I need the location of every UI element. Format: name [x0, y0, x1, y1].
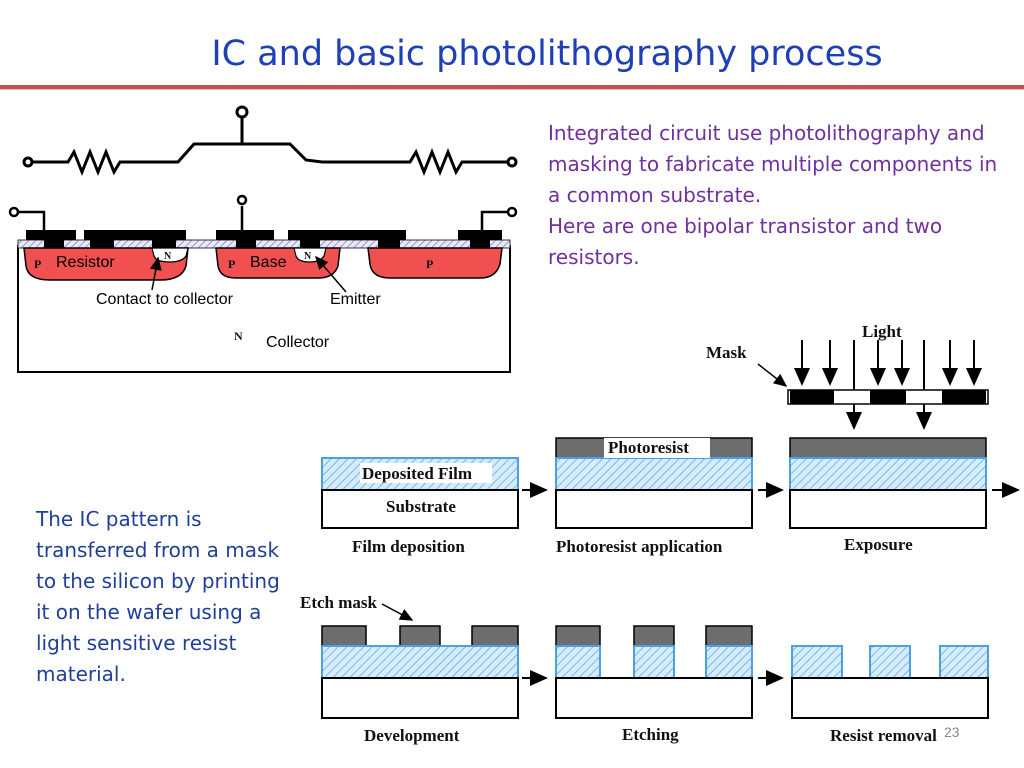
etch-mask-label: Etch mask — [300, 593, 378, 612]
deposited-film-label: Deposited Film — [362, 464, 472, 483]
emitter-label: Emitter — [330, 291, 381, 308]
ic-circuit-schematic — [22, 105, 518, 177]
step-label: Exposure — [844, 535, 913, 554]
metal-contacts — [26, 230, 502, 248]
title-underline — [0, 85, 1024, 89]
base-label: Base — [250, 254, 287, 271]
region-n-substrate-label: N — [234, 329, 243, 343]
step-exposure: Exposure — [789, 437, 987, 554]
intro-line: Here are one bipolar transistor and two — [548, 214, 943, 238]
mask-label: Mask — [706, 343, 747, 362]
resistor-label: Resistor — [56, 254, 115, 271]
photomask — [787, 389, 989, 405]
title-underline-shadow — [0, 89, 1024, 90]
contact-to-collector-label: Contact to collector — [96, 291, 234, 308]
left-paragraph: The IC pattern is transferred from a mas… — [36, 504, 296, 690]
left-line: The IC pattern is — [36, 507, 202, 531]
process-diagram: Light Mask Deposited Film Substrate F — [300, 322, 1020, 745]
page-number: 23 — [944, 724, 960, 740]
region-p-label: P — [426, 257, 433, 271]
step-label: Resist removal — [830, 726, 937, 745]
ic-cross-section: P P P N N N Resistor Base Contact to col… — [8, 194, 518, 373]
substrate-label: Substrate — [386, 497, 456, 516]
left-line: transferred from a mask — [36, 538, 280, 562]
intro-line: resistors. — [548, 245, 640, 269]
intro-line: masking to fabricate multiple components… — [548, 152, 998, 176]
region-p-label: P — [34, 257, 41, 271]
step-photoresist-application: Photoresist Photoresist application — [555, 437, 753, 556]
step-development: Development — [321, 625, 519, 745]
intro-paragraph: Integrated circuit use photolithography … — [548, 118, 1018, 273]
step-label: Photoresist application — [556, 537, 723, 556]
step-label: Film deposition — [352, 537, 465, 556]
light-label: Light — [862, 322, 902, 341]
light-arrows — [794, 340, 982, 430]
left-line: it on the wafer using a — [36, 600, 262, 624]
collector-label: Collector — [266, 334, 330, 351]
p-region-resistor — [23, 247, 189, 281]
region-n-label: N — [164, 251, 172, 262]
slide-title: IC and basic photolithography process — [211, 34, 883, 74]
left-line: material. — [36, 662, 126, 686]
region-p-label: P — [228, 257, 235, 271]
region-n-label: N — [304, 251, 312, 262]
left-line: to the silicon by printing — [36, 569, 280, 593]
step-resist-removal: Resist removal — [791, 645, 989, 745]
p-region-resistor-2 — [367, 247, 503, 279]
step-label: Etching — [622, 725, 679, 744]
step-label: Development — [364, 726, 460, 745]
intro-line: Integrated circuit use photolithography … — [548, 121, 985, 145]
photoresist-label: Photoresist — [608, 438, 689, 457]
left-line: light sensitive resist — [36, 631, 237, 655]
intro-line: a common substrate. — [548, 183, 762, 207]
step-film-deposition: Deposited Film Substrate Film deposition — [321, 457, 519, 556]
step-etching: Etching — [555, 625, 753, 744]
